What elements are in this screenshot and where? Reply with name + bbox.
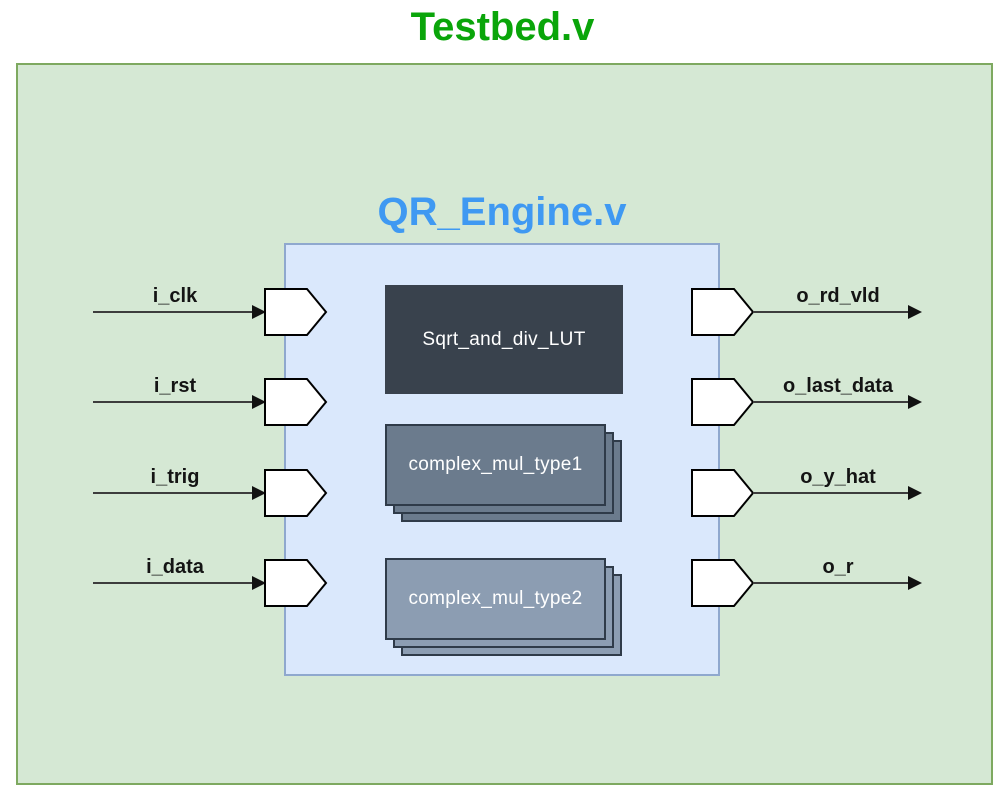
- output-label-o-y-hat: o_y_hat: [800, 466, 876, 488]
- block-complex-mul-type1: complex_mul_type1: [385, 424, 606, 506]
- output-label-o-r: o_r: [822, 556, 854, 578]
- output-label-o-last-data: o_last_data: [782, 375, 894, 397]
- input-label-i-data: i_data: [146, 556, 204, 578]
- port-pentagon-icon: [264, 469, 328, 517]
- input-port-i-rst: [93, 378, 328, 426]
- output-port-o-r: [691, 559, 922, 607]
- input-port-i-clk: [93, 288, 328, 336]
- arrowhead-icon: [908, 486, 922, 500]
- port-pentagon-icon: [691, 378, 755, 426]
- port-pentagon-icon: [691, 559, 755, 607]
- output-label-o-rd-vld: o_rd_vld: [796, 285, 880, 307]
- block-label: Sqrt_and_div_LUT: [422, 328, 586, 350]
- output-port-o-last-data: [691, 378, 922, 426]
- input-port-i-data: [93, 559, 328, 607]
- arrowhead-icon: [908, 576, 922, 590]
- output-port-o-rd-vld: [691, 288, 922, 336]
- input-label-i-clk: i_clk: [152, 285, 198, 307]
- testbed-title: Testbed.v: [410, 5, 595, 49]
- input-port-i-trig: [93, 469, 328, 517]
- arrowhead-icon: [908, 395, 922, 409]
- port-pentagon-icon: [264, 378, 328, 426]
- output-port-o-y-hat: [691, 469, 922, 517]
- port-pentagon-icon: [264, 559, 328, 607]
- input-label-i-trig: i_trig: [150, 466, 200, 488]
- block-sqrt-and-div-lut: Sqrt_and_div_LUT: [385, 285, 623, 394]
- arrowhead-icon: [908, 305, 922, 319]
- port-pentagon-icon: [691, 288, 755, 336]
- arrowhead-icon: [252, 576, 266, 590]
- block-label: complex_mul_type1: [408, 454, 583, 475]
- block-complex-mul-type2: complex_mul_type2: [385, 558, 606, 640]
- engine-title: QR_Engine.v: [377, 190, 627, 234]
- port-pentagon-icon: [691, 469, 755, 517]
- arrowhead-icon: [252, 486, 266, 500]
- arrowhead-icon: [252, 305, 266, 319]
- input-label-i-rst: i_rst: [153, 375, 197, 397]
- block-label: complex_mul_type2: [408, 588, 583, 609]
- port-pentagon-icon: [264, 288, 328, 336]
- arrowhead-icon: [252, 395, 266, 409]
